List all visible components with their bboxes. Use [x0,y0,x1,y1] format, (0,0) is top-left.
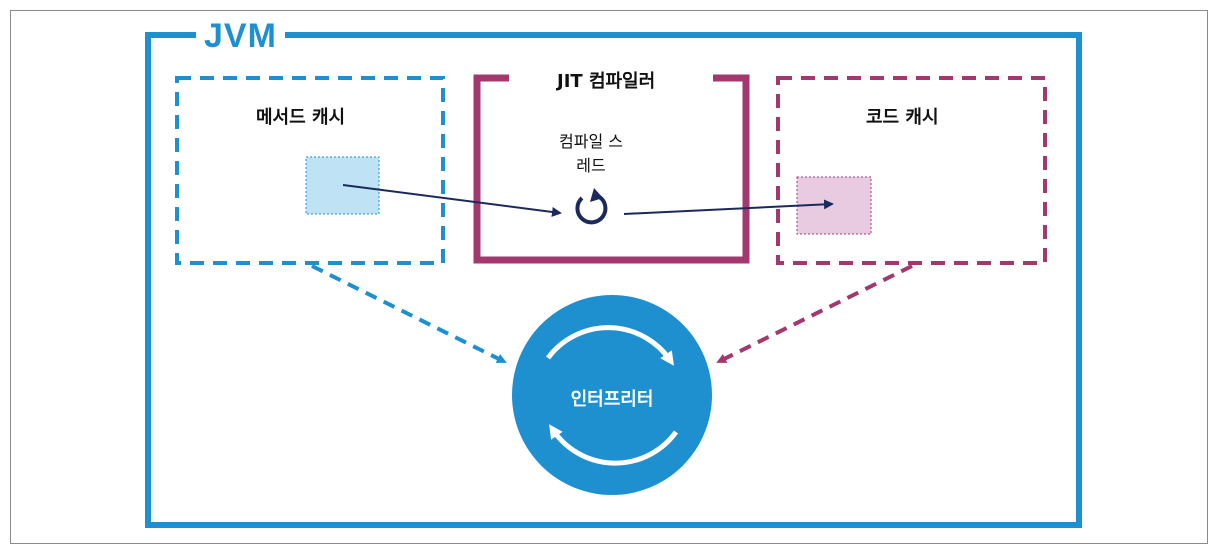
method-cache-item [305,156,380,215]
interpreter-cycle-arrow-bottom [549,424,679,466]
compiler-to-code-cache-arrow [623,199,834,215]
jit-compiler-label: JIT 컴파일러 [557,71,656,92]
interpreter-cycle-arrow-top [545,325,674,366]
method-cache-label: 메서드 캐시 [256,107,346,128]
compile-thread-refresh-icon [575,188,608,225]
code-cache-to-interpreter-arrow [716,264,913,364]
jvm-title: JVM [196,16,285,56]
method-to-compiler-arrow [342,184,562,217]
jvm-container [145,32,1082,528]
figure-frame [10,10,1208,544]
method-cache-to-interpreter-arrow [311,264,507,364]
compile-thread-label: 컴파일 스레드 [559,132,623,175]
code-cache-box [776,76,1047,265]
method-cache-box [175,76,445,265]
code-cache-label: 코드 캐시 [866,107,939,128]
interpreter-label: 인터프리터 [570,389,654,410]
jit-compiler-box [473,74,750,264]
